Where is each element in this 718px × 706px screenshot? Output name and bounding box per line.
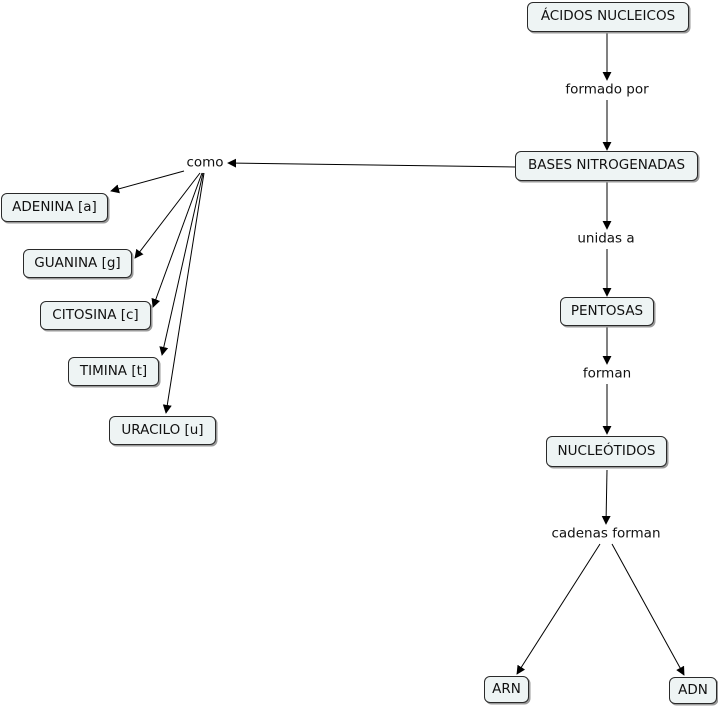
linking-phrase-forman: forman [580, 365, 634, 382]
linking-phrase-cadenas-forman: cadenas forman [549, 525, 663, 542]
concept-guanina[interactable]: GUANINA [g] [23, 249, 132, 278]
concept-bases-nitrogenadas[interactable]: BASES NITROGENADAS [515, 151, 698, 181]
link-como-to-uracilo [162, 172, 205, 414]
concept-timina[interactable]: TIMINA [t] [68, 357, 159, 386]
link-como-to-guanina [134, 172, 201, 259]
concept-arn[interactable]: ARN [484, 676, 529, 703]
link-cadenas-to-arn [516, 543, 601, 675]
concept-adenina[interactable]: ADENINA [a] [1, 193, 108, 222]
link-como-to-citosina [151, 172, 203, 308]
concept-uracilo[interactable]: URACILO [u] [109, 416, 216, 445]
concept-citosina[interactable]: CITOSINA [c] [40, 301, 151, 330]
linking-phrase-como: como [184, 154, 226, 171]
linking-phrase-unidas-a: unidas a [575, 230, 637, 247]
concept-acidos-nucleicos[interactable]: ÁCIDOS NUCLEICOS [527, 2, 689, 32]
link-como-to-adenina [110, 170, 185, 194]
concept-pentosas[interactable]: PENTOSAS [560, 297, 654, 326]
concept-nucleotidos[interactable]: NUCLEÓTIDOS [546, 436, 667, 467]
link-cadenas-to-adn [611, 543, 685, 676]
link-bases-to-como [227, 158, 517, 168]
linking-phrase-formado-por: formado por [563, 81, 651, 98]
link-como-to-timina [159, 172, 204, 356]
link-nucleotidos-to-cadenas [601, 469, 611, 525]
concept-adn[interactable]: ADN [669, 677, 717, 704]
